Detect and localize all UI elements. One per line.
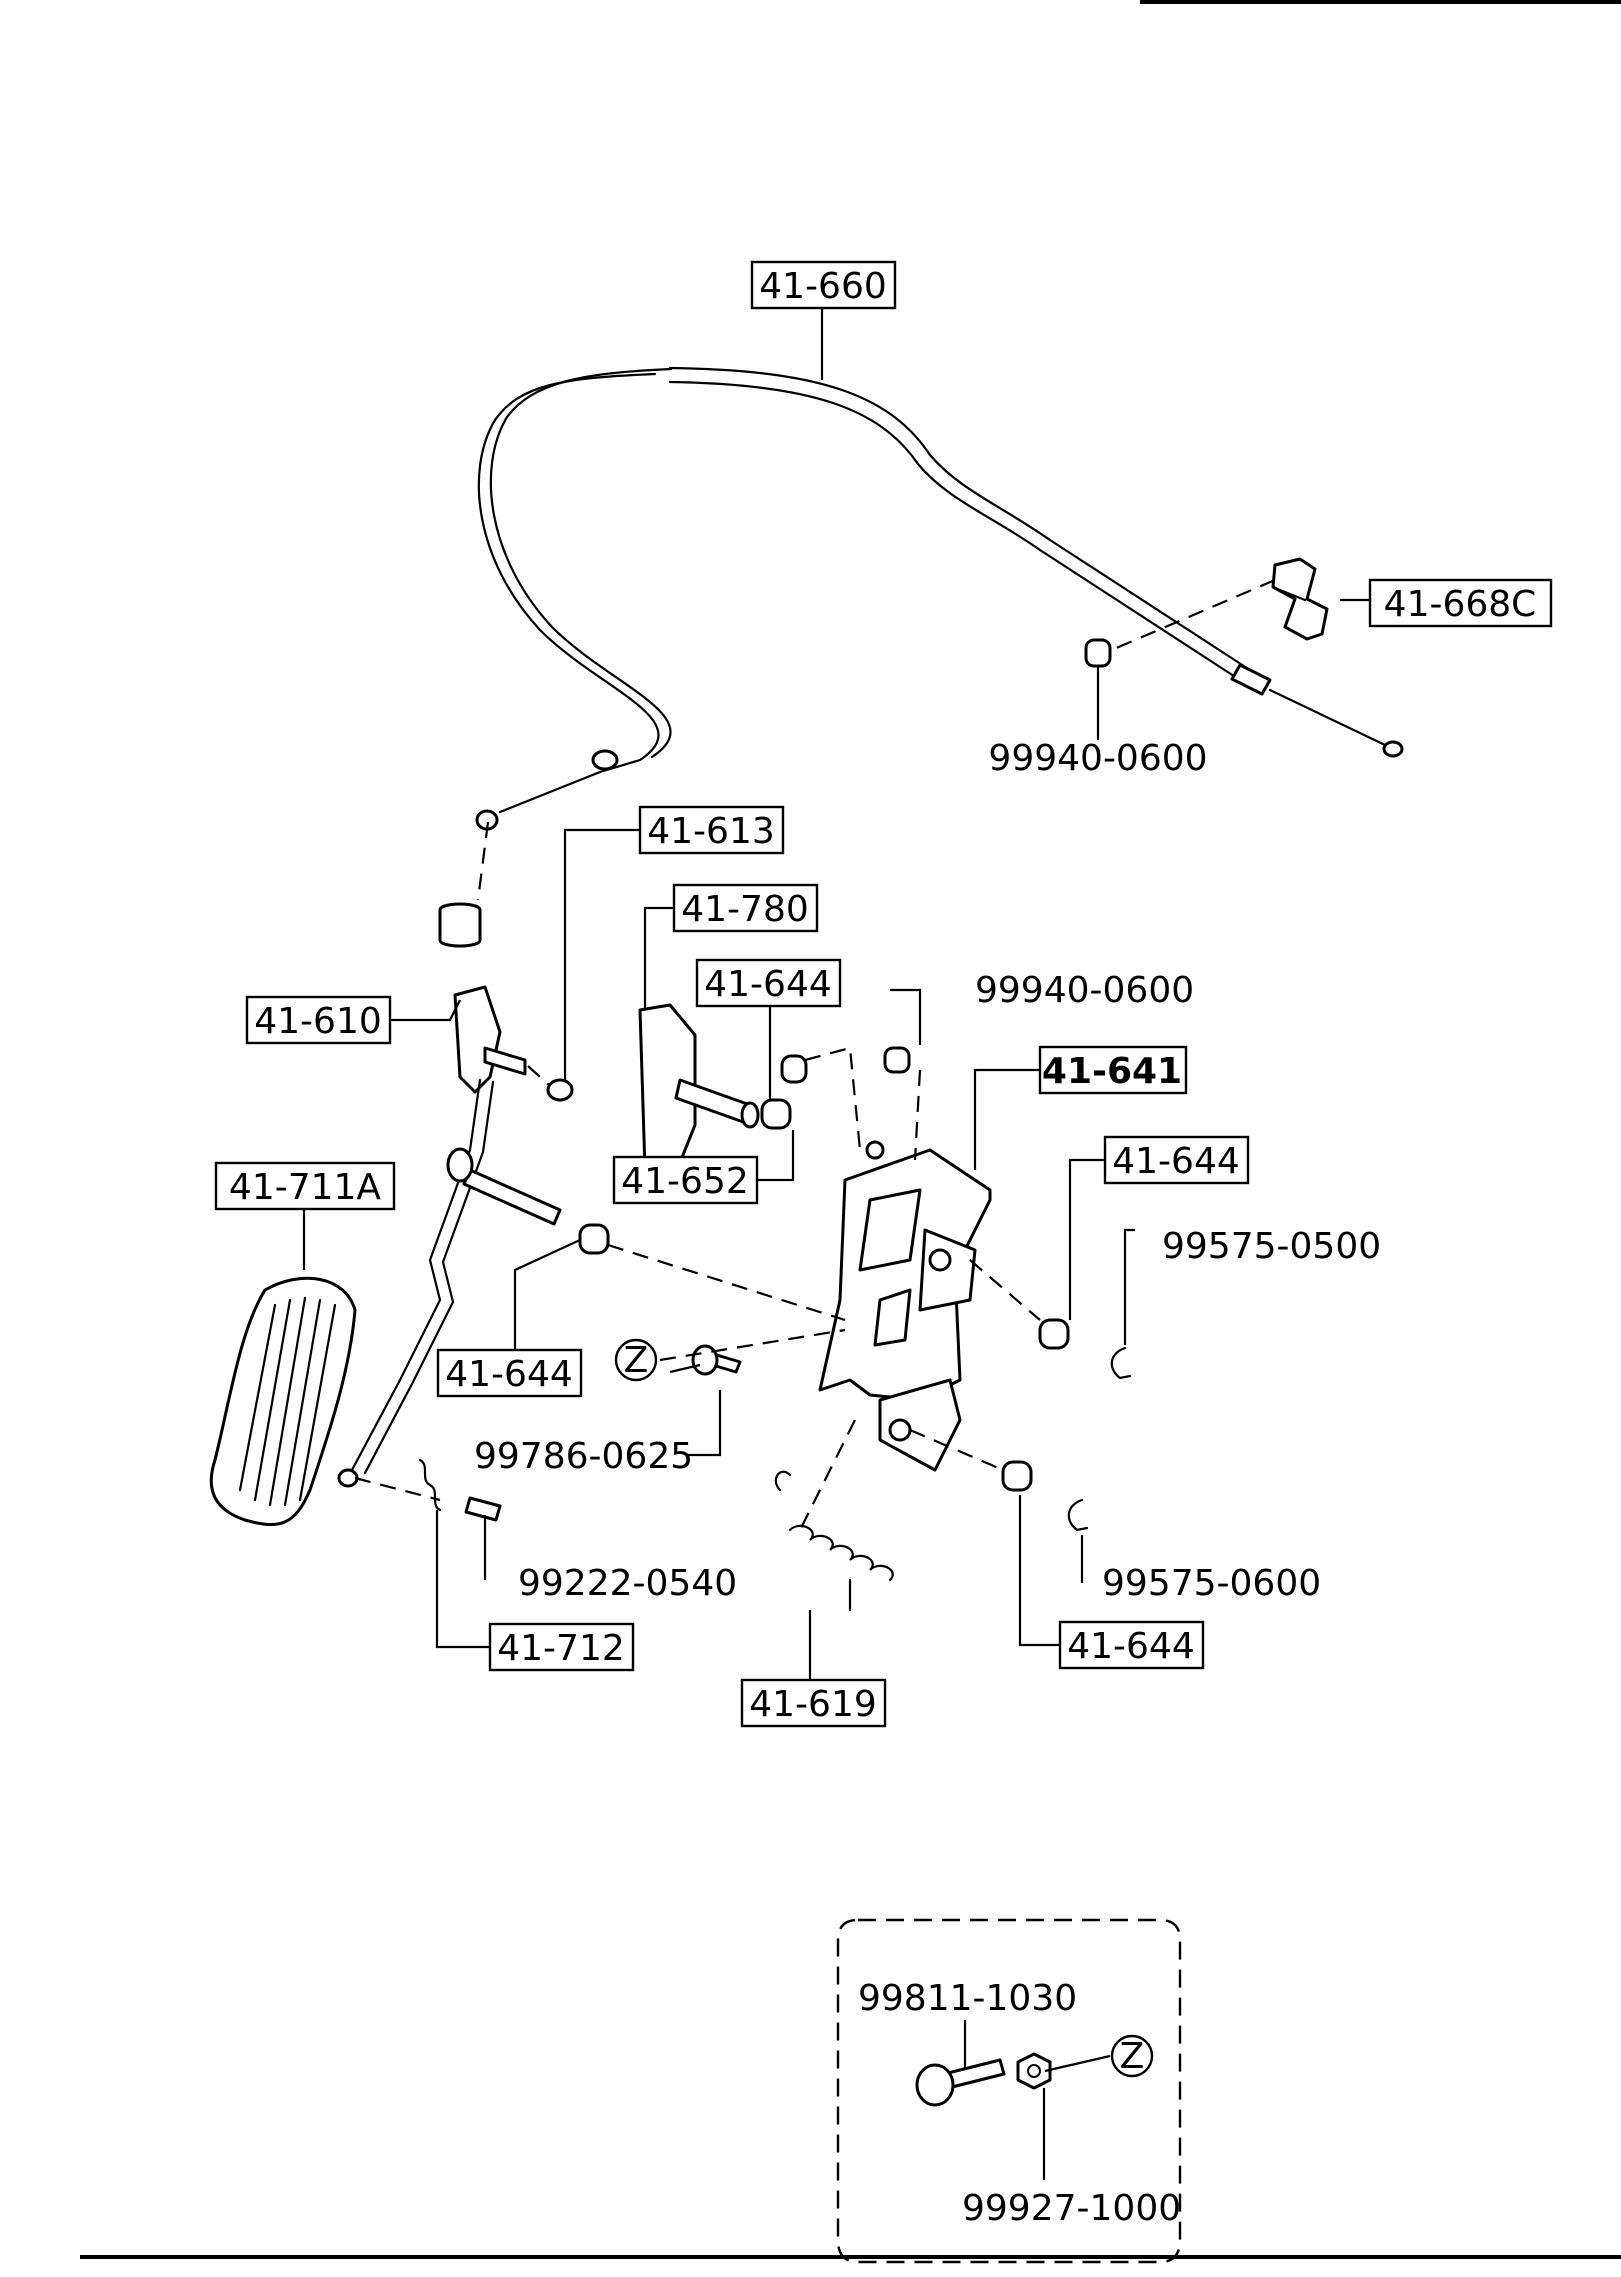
part-label-41-644-top-left-text: 41-644 xyxy=(704,964,832,1005)
bolt xyxy=(691,1344,742,1376)
part-label-41-644-bottom: 41-644 xyxy=(1058,1620,1205,1670)
part-label-41-711A-text: 41-711A xyxy=(229,1167,382,1208)
part-label-41-641-text: 41-641 xyxy=(1042,1051,1182,1092)
part-label-41-613: 41-613 xyxy=(638,805,785,855)
part-label-41-619-text: 41-619 xyxy=(749,1684,877,1725)
dash-pin xyxy=(354,1476,441,1502)
return-spring xyxy=(774,1470,894,1612)
bush-left xyxy=(578,1223,610,1255)
part-number-99940-0600-top: 99940-0600 xyxy=(975,970,1194,1011)
part-number-99786-0625: 99786-0625 xyxy=(474,1436,693,1477)
leader-lines xyxy=(302,305,1370,1680)
part-label-41-780-text: 41-780 xyxy=(681,889,809,930)
accelerator-cable xyxy=(475,366,1404,831)
part-number-99575-0500: 99575-0500 xyxy=(1162,1226,1381,1267)
bush-top-left xyxy=(780,1054,808,1084)
reference-mark-inset: Z xyxy=(1110,2034,1154,2078)
part-label-41-619: 41-619 xyxy=(740,1678,887,1728)
part-label-41-660-text: 41-660 xyxy=(759,266,887,307)
fastener-inset: 99811-1030 99927-1000 Z xyxy=(836,1918,1182,2264)
part-label-41-644-bottom-text: 41-644 xyxy=(1067,1626,1195,1667)
bush-right xyxy=(1038,1318,1070,1350)
inset-bolt xyxy=(915,2058,1006,2107)
part-label-41-652: 41-652 xyxy=(612,1155,759,1205)
part-label-41-668C-text: 41-668C xyxy=(1384,584,1537,625)
part-label-41-712-text: 41-712 xyxy=(497,1628,625,1669)
dash-bush-bottom xyxy=(909,1428,1004,1472)
reference-mark-main-text: Z xyxy=(624,1340,649,1381)
inset-nut xyxy=(1016,2052,1052,2090)
bracket-780 xyxy=(638,1003,760,1177)
bush-652 xyxy=(760,1098,792,1130)
part-label-41-712: 41-712 xyxy=(488,1622,635,1672)
part-label-41-644-right-text: 41-644 xyxy=(1112,1141,1240,1182)
part-number-99927-1000: 99927-1000 xyxy=(962,2188,1181,2229)
part-label-41-644-left-text: 41-644 xyxy=(445,1354,573,1395)
part-label-41-660: 41-660 xyxy=(750,260,897,310)
cable-clip xyxy=(1084,638,1112,668)
part-number-99222-0540: 99222-0540 xyxy=(518,1563,737,1604)
pedal-pad xyxy=(209,1276,357,1527)
part-label-41-641: 41-641 xyxy=(1038,1045,1188,1095)
part-label-41-644-top-left: 41-644 xyxy=(695,958,842,1008)
pedal-bracket xyxy=(818,1140,992,1472)
dash-cable-arm xyxy=(476,821,490,901)
pedal-arm xyxy=(337,902,527,1488)
part-label-41-644-left: 41-644 xyxy=(436,1348,583,1398)
dash-spring xyxy=(799,1419,856,1531)
part-label-41-610-text: 41-610 xyxy=(254,1001,382,1042)
pivot-shaft xyxy=(446,1147,562,1226)
part-label-41-711A: 41-711A xyxy=(214,1161,396,1211)
dash-bracket-clip xyxy=(1099,578,1276,657)
dash-ref-z xyxy=(659,1328,846,1362)
dash-bush-top xyxy=(804,1046,862,1151)
top-clip xyxy=(883,1046,911,1074)
bush-bottom xyxy=(1001,1460,1033,1492)
part-label-41-610: 41-610 xyxy=(245,995,392,1045)
spring-pin xyxy=(418,1458,502,1522)
dash-bush-left xyxy=(607,1243,846,1322)
part-label-41-780: 41-780 xyxy=(672,883,819,933)
part-label-41-613-text: 41-613 xyxy=(647,811,775,852)
part-label-41-644-right: 41-644 xyxy=(1103,1135,1250,1185)
clip-bottom xyxy=(1067,1498,1089,1532)
part-number-99940-0600-cable: 99940-0600 xyxy=(988,738,1207,779)
dash-top-clip xyxy=(913,1069,922,1161)
reference-mark-main: Z xyxy=(614,1338,658,1382)
clip-right xyxy=(1110,1346,1132,1380)
dash-stopper xyxy=(527,1065,551,1087)
cable-bracket xyxy=(1271,557,1329,641)
part-label-41-668C: 41-668C xyxy=(1368,578,1553,628)
part-number-99575-0600: 99575-0600 xyxy=(1102,1563,1321,1604)
part-number-99811-1030: 99811-1030 xyxy=(858,1978,1077,2019)
reference-mark-inset-text: Z xyxy=(1120,2036,1145,2077)
stopper-pin xyxy=(546,1078,574,1102)
dash-bush-right xyxy=(969,1259,1041,1321)
part-label-41-652-text: 41-652 xyxy=(621,1161,749,1202)
